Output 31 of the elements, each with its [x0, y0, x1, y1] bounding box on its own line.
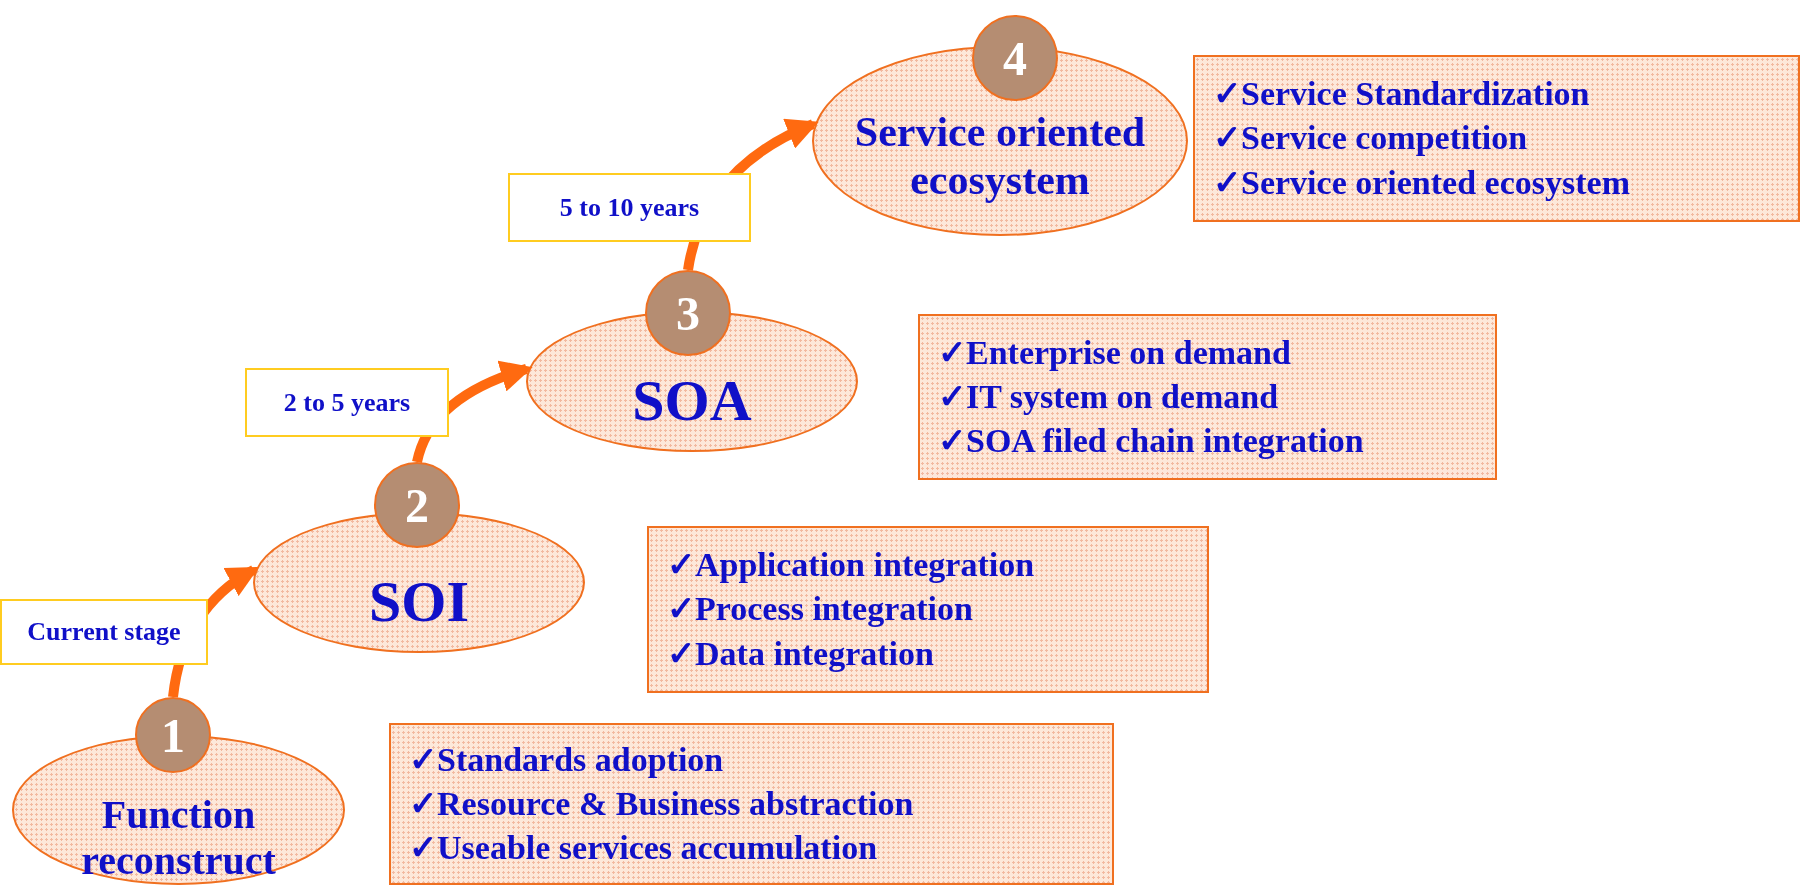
checklist-item: ✓Application integration — [667, 545, 1036, 586]
stage-label: Service oriented ecosystem — [853, 107, 1147, 205]
step-number: 1 — [161, 707, 185, 763]
number-circle — [135, 697, 211, 773]
checklist-item: ✓Enterprise on demand — [938, 332, 1292, 373]
step-number: 4 — [1003, 30, 1027, 86]
checklist-item: ✓Data integration — [667, 633, 935, 674]
checklist-item: ✓Standards adoption — [409, 739, 725, 780]
number-circle — [645, 270, 731, 356]
number-circle — [972, 15, 1058, 101]
checklist-item: ✓IT system on demand — [938, 376, 1280, 417]
checklist-item: ✓Useable services accumulation — [409, 828, 879, 869]
stage-label: SOA — [632, 368, 752, 435]
checklist-item: ✓Service Standardization — [1213, 74, 1591, 115]
step-number: 3 — [676, 285, 700, 341]
checklist-item: ✓Process integration — [667, 589, 974, 630]
checklist-box — [389, 723, 1114, 885]
stage-label: Function reconstruct — [80, 792, 277, 884]
stage-label: SOI — [369, 569, 469, 636]
step-number: 2 — [405, 477, 429, 533]
checklist-item: ✓Service competition — [1213, 118, 1529, 159]
edge-label: Current stage — [0, 599, 208, 665]
checklist-item: ✓SOA filed chain integration — [938, 421, 1365, 462]
checklist-item: ✓Service oriented ecosystem — [1213, 162, 1631, 203]
checklist-item: ✓Resource & Business abstraction — [409, 783, 915, 824]
checklist-box — [1193, 55, 1800, 222]
number-circle — [374, 462, 460, 548]
checklist-box — [918, 314, 1497, 480]
edge-label: 2 to 5 years — [245, 368, 449, 437]
checklist-box — [647, 526, 1209, 693]
edge-label: 5 to 10 years — [508, 173, 751, 242]
